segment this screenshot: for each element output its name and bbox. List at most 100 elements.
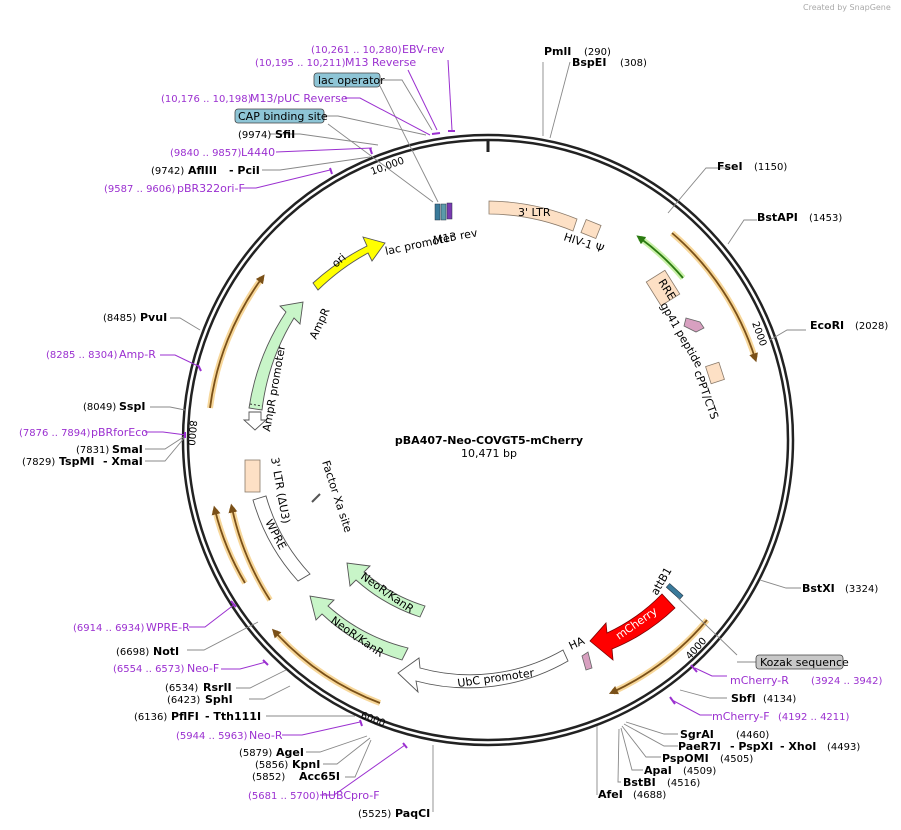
enzyme-kpni: KpnI [292,758,320,771]
primer-m13-reverse-range: (10,195 .. 10,211) [255,58,346,69]
enzyme-bstapi-pos: (1453) [809,213,842,224]
primer-neo-f-range: (6554 .. 6573) [113,664,185,675]
lac-operator-box [313,72,381,88]
primer-m13-reverse: M13 Reverse [345,56,416,69]
primer-ebv-rev: EBV-rev [402,43,445,56]
ha-label: HA [567,634,587,653]
enzyme-pvui: PvuI [140,311,167,324]
boxed-labels: lac operator CAP binding site Kozak sequ… [234,72,849,670]
enzyme-xmai: - XmaI [103,455,143,468]
neokan1-shape [309,595,409,661]
enzyme-bstxi-pos: (3324) [845,584,878,595]
lac-promoter-bar [434,203,441,221]
enzyme-xhoi: - XhoI [780,740,816,753]
enzyme-fsei: FseI [717,160,743,173]
primer-mcherry-f-range: (4192 .. 4211) [778,712,850,723]
primer-mcherry-r-range: (3924 .. 3942) [811,676,883,687]
primer-l4440-range: (9840 .. 9857) [170,148,242,159]
attb1-shape [665,583,684,600]
primer-neo-r: Neo-R [249,729,283,742]
enzyme-noti-pos: (6698) [116,647,149,658]
primer-ampr: Amp-R [119,348,156,361]
neokan1-label: NeoR/KanR [328,614,386,660]
ltr3-label: 3' LTR [518,206,551,219]
tick-6000: 6000 [359,710,387,729]
enzyme-xhoi-pos: (4493) [827,742,860,753]
primer-hubcpro: hUBCpro-F [321,789,380,802]
snapgene-credit: Created by SnapGene [803,3,891,12]
m13rev-label: M13 rev [432,226,479,247]
kozak-label: Kozak sequence [760,656,849,669]
enzyme-tspmi: TspMI [59,455,95,468]
enzyme-tth111i: - Tth111I [205,710,261,723]
enzyme-bspei: BspEI [572,56,606,69]
enzyme-bstbi-pos: (4516) [667,778,700,789]
enzyme-pflfi-pos: (6136) [134,712,167,723]
primer-pbrforeco: pBRforEco [91,426,148,439]
ampr-label: AmpR [307,306,333,342]
factorxa-shape [311,493,321,503]
primer-wpre-r: WPRE-R [146,621,190,634]
enzyme-pvui-pos: (8485) [103,313,136,324]
enzyme-apai: ApaI [644,764,672,777]
cppt-shape [705,361,725,385]
primer-ebv-rev-range: (10,261 .. 10,280) [311,45,402,56]
enzyme-sphi-pos: (6423) [167,695,200,706]
enzyme-sfii-pos: (9974) [238,130,271,141]
m13-rev-bar [446,202,453,220]
ubc-label: UbC promoter [457,666,536,690]
attb1-label: attB1 [648,565,674,597]
primer-pbrforeco-range: (7876 .. 7894) [19,428,91,439]
enzyme-smai: SmaI [112,443,143,456]
enzyme-acc65i-pos: (5852) [252,772,285,783]
enzyme-apai-pos: (4509) [683,766,716,777]
cap-binding-box [234,108,325,124]
primer-l4440: L4440 [241,146,275,159]
enzyme-agei: AgeI [276,746,304,759]
primer-pbr322ori: pBR322ori-F [177,182,245,195]
primer-pbr322ori-range: (9587 .. 9606) [104,184,176,195]
primer-leaders [145,59,727,796]
gp41-label: gp41 peptide [657,300,705,370]
enzyme-afei-pos: (4688) [633,790,666,801]
cap-site-bar [440,203,447,221]
enzyme-sgrai-pos: (4460) [736,730,769,741]
enzyme-pflfi: PflFI [171,710,199,723]
mcherry-shape [589,593,676,661]
ubc-shape [397,649,569,694]
primer-wpre-r-range: (6914 .. 6934) [73,623,145,634]
neokan2-label: NeoR/KanR [358,570,416,616]
enzyme-bstxi: BstXI [802,582,835,595]
enzyme-noti: NotI [153,645,179,658]
primer-neo-r-range: (5944 .. 5963) [176,731,248,742]
hiv-psi-shape [580,218,602,240]
tick-8000: 8000 [185,420,198,446]
primer-neo-f: Neo-F [187,662,219,675]
ha-shape [581,651,593,671]
enzyme-afliii-pos: (9742) [151,166,184,177]
primer-m13puc: M13/pUC Reverse [250,92,348,105]
primer-ampr-range: (8285 .. 8304) [46,350,118,361]
enzyme-afliii: AflIII [188,164,217,177]
leader-lines [145,61,806,812]
enzyme-tspmi-pos: (7829) [22,457,55,468]
wpre-shape [252,495,311,582]
enzyme-pmli: PmlI [544,45,571,58]
neokan2-shape [346,562,426,618]
enzyme-rsrii: RsrII [203,681,232,694]
orf-arc-3 [271,628,381,704]
enzyme-paqci: PaqCI [395,807,430,820]
ltr3du3-shape [244,459,261,493]
enzyme-rsrii-pos: (6534) [165,683,198,694]
enzyme-ecori: EcoRI [810,319,844,332]
orf-arc-2 [608,619,708,695]
enzyme-bstbi: BstBI [623,776,656,789]
enzyme-fsei-pos: (1150) [754,162,787,173]
primer-m13puc-range: (10,176 .. 10,198) [161,94,252,105]
enzyme-sbfi-pos: (4134) [763,694,796,705]
rre-shape [645,269,681,307]
primer-labels: (10,261 .. 10,280) EBV-rev (10,195 .. 10… [19,43,883,802]
gp41-shape [683,317,705,333]
enzyme-smai-pos: (7831) [76,445,109,456]
enzyme-pmli-pos: (290) [584,47,611,58]
